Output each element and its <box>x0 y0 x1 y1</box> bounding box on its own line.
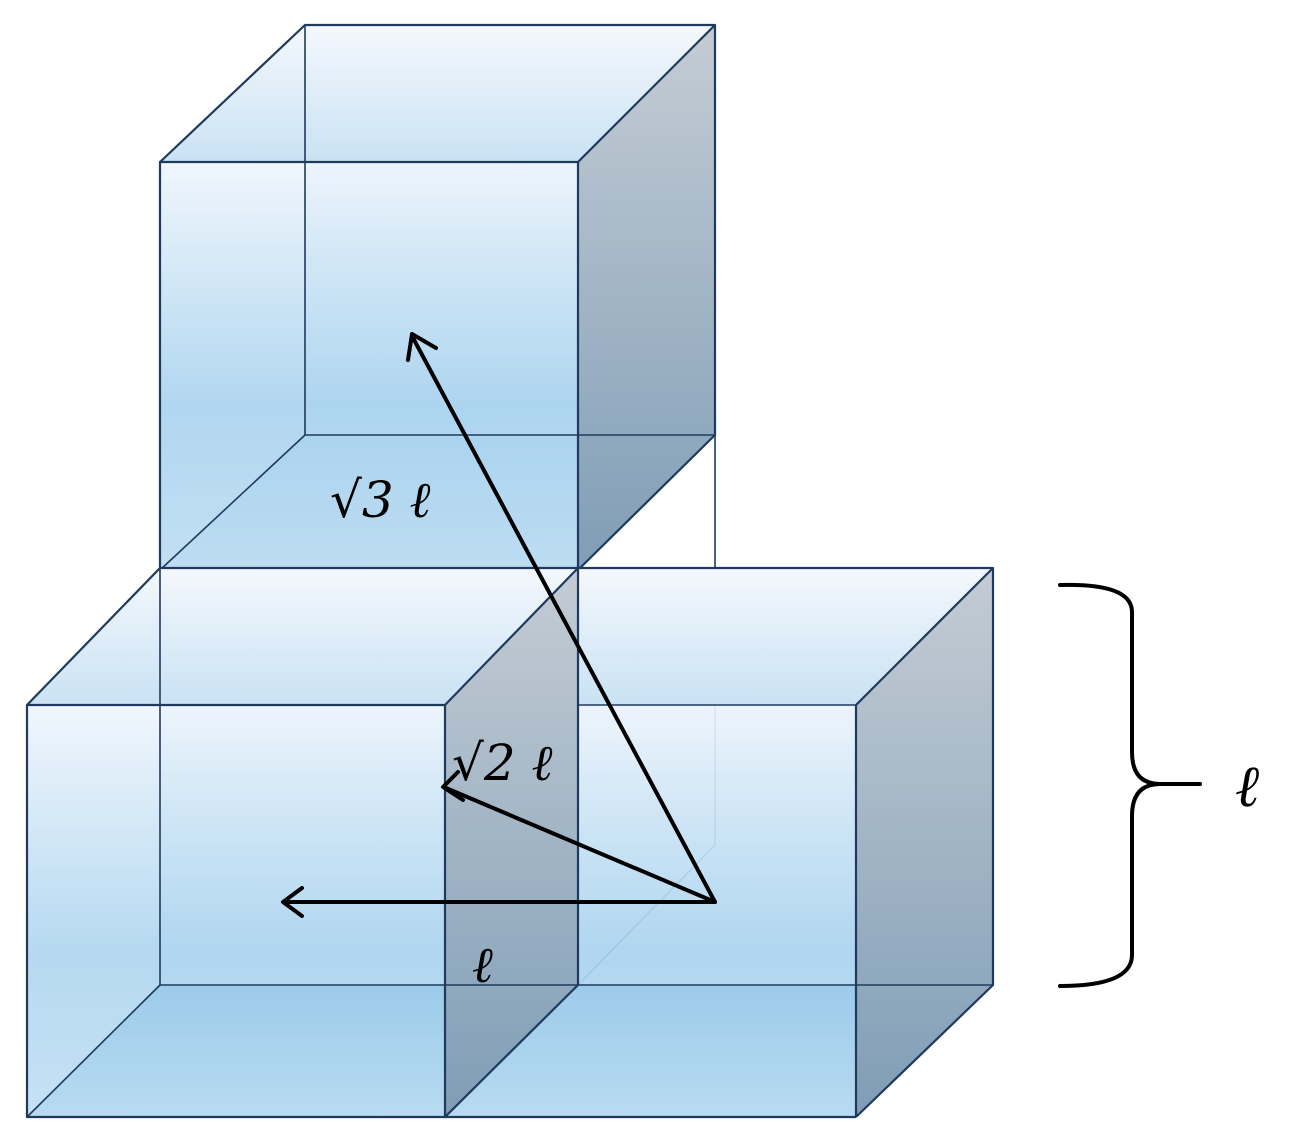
label-sqrt2: √2 ℓ <box>452 734 553 792</box>
lower-left-cube-floor <box>27 985 578 1117</box>
label-one: ℓ <box>472 936 493 994</box>
label-sqrt3: √3 ℓ <box>330 471 431 529</box>
label-brace: ℓ <box>1235 752 1259 820</box>
lower-right-cube-top-face <box>445 568 993 705</box>
upper-cube <box>158 23 717 986</box>
height-brace <box>1058 582 1202 988</box>
upper-cube-top-face <box>160 25 715 162</box>
vector-one <box>281 886 717 918</box>
lower-left-cube-top-face <box>27 568 578 705</box>
upper-cube-front-face <box>160 162 578 570</box>
vector-sqrt2 <box>441 770 717 904</box>
upper-cube-side-face <box>578 25 715 570</box>
lower-left-cube-side-face <box>445 568 578 1117</box>
vector-sqrt3 <box>406 332 717 904</box>
lower-left-cube <box>25 566 856 1119</box>
lower-right-cube-side-face <box>856 568 993 1117</box>
